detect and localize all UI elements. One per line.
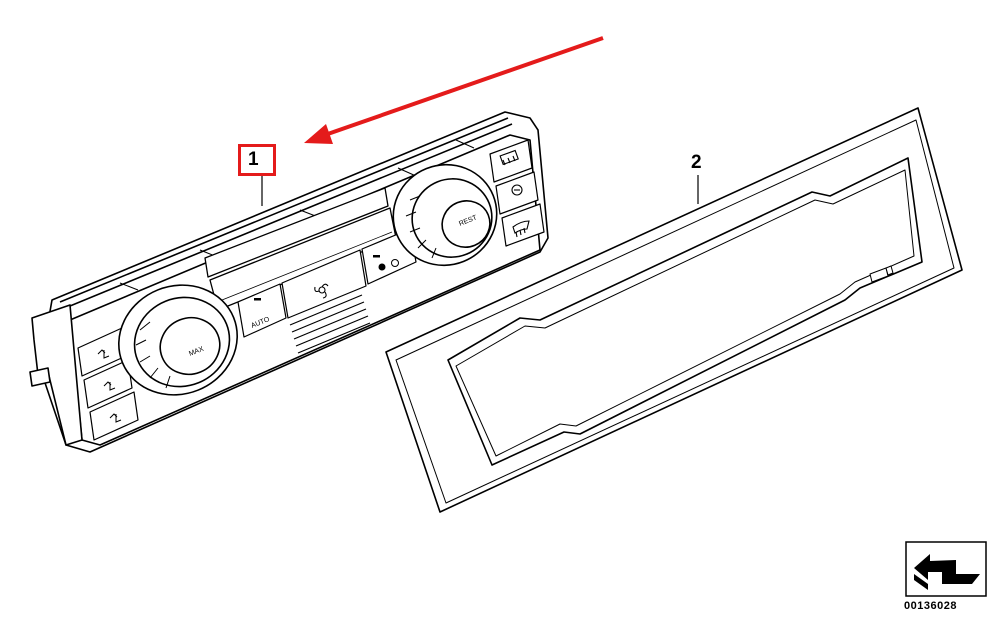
orientation-arrow-icon (905, 541, 987, 597)
callout-1-highlight-box (238, 144, 276, 176)
recirculation-icon (511, 184, 523, 196)
fan-icon (314, 283, 329, 299)
trim-bezel (385, 107, 963, 513)
indicator-dots (254, 255, 399, 301)
front-defrost-icon (512, 220, 530, 238)
indicator-arrow (304, 36, 604, 144)
callout-part-1[interactable]: 1 (248, 149, 259, 170)
climate-control-panel (29, 111, 549, 453)
air-distribution-icon (97, 349, 122, 423)
diagram-reference-number: 00136028 (904, 600, 957, 612)
rear-defrost-icon (499, 149, 519, 166)
callout-part-2[interactable]: 2 (691, 152, 702, 173)
